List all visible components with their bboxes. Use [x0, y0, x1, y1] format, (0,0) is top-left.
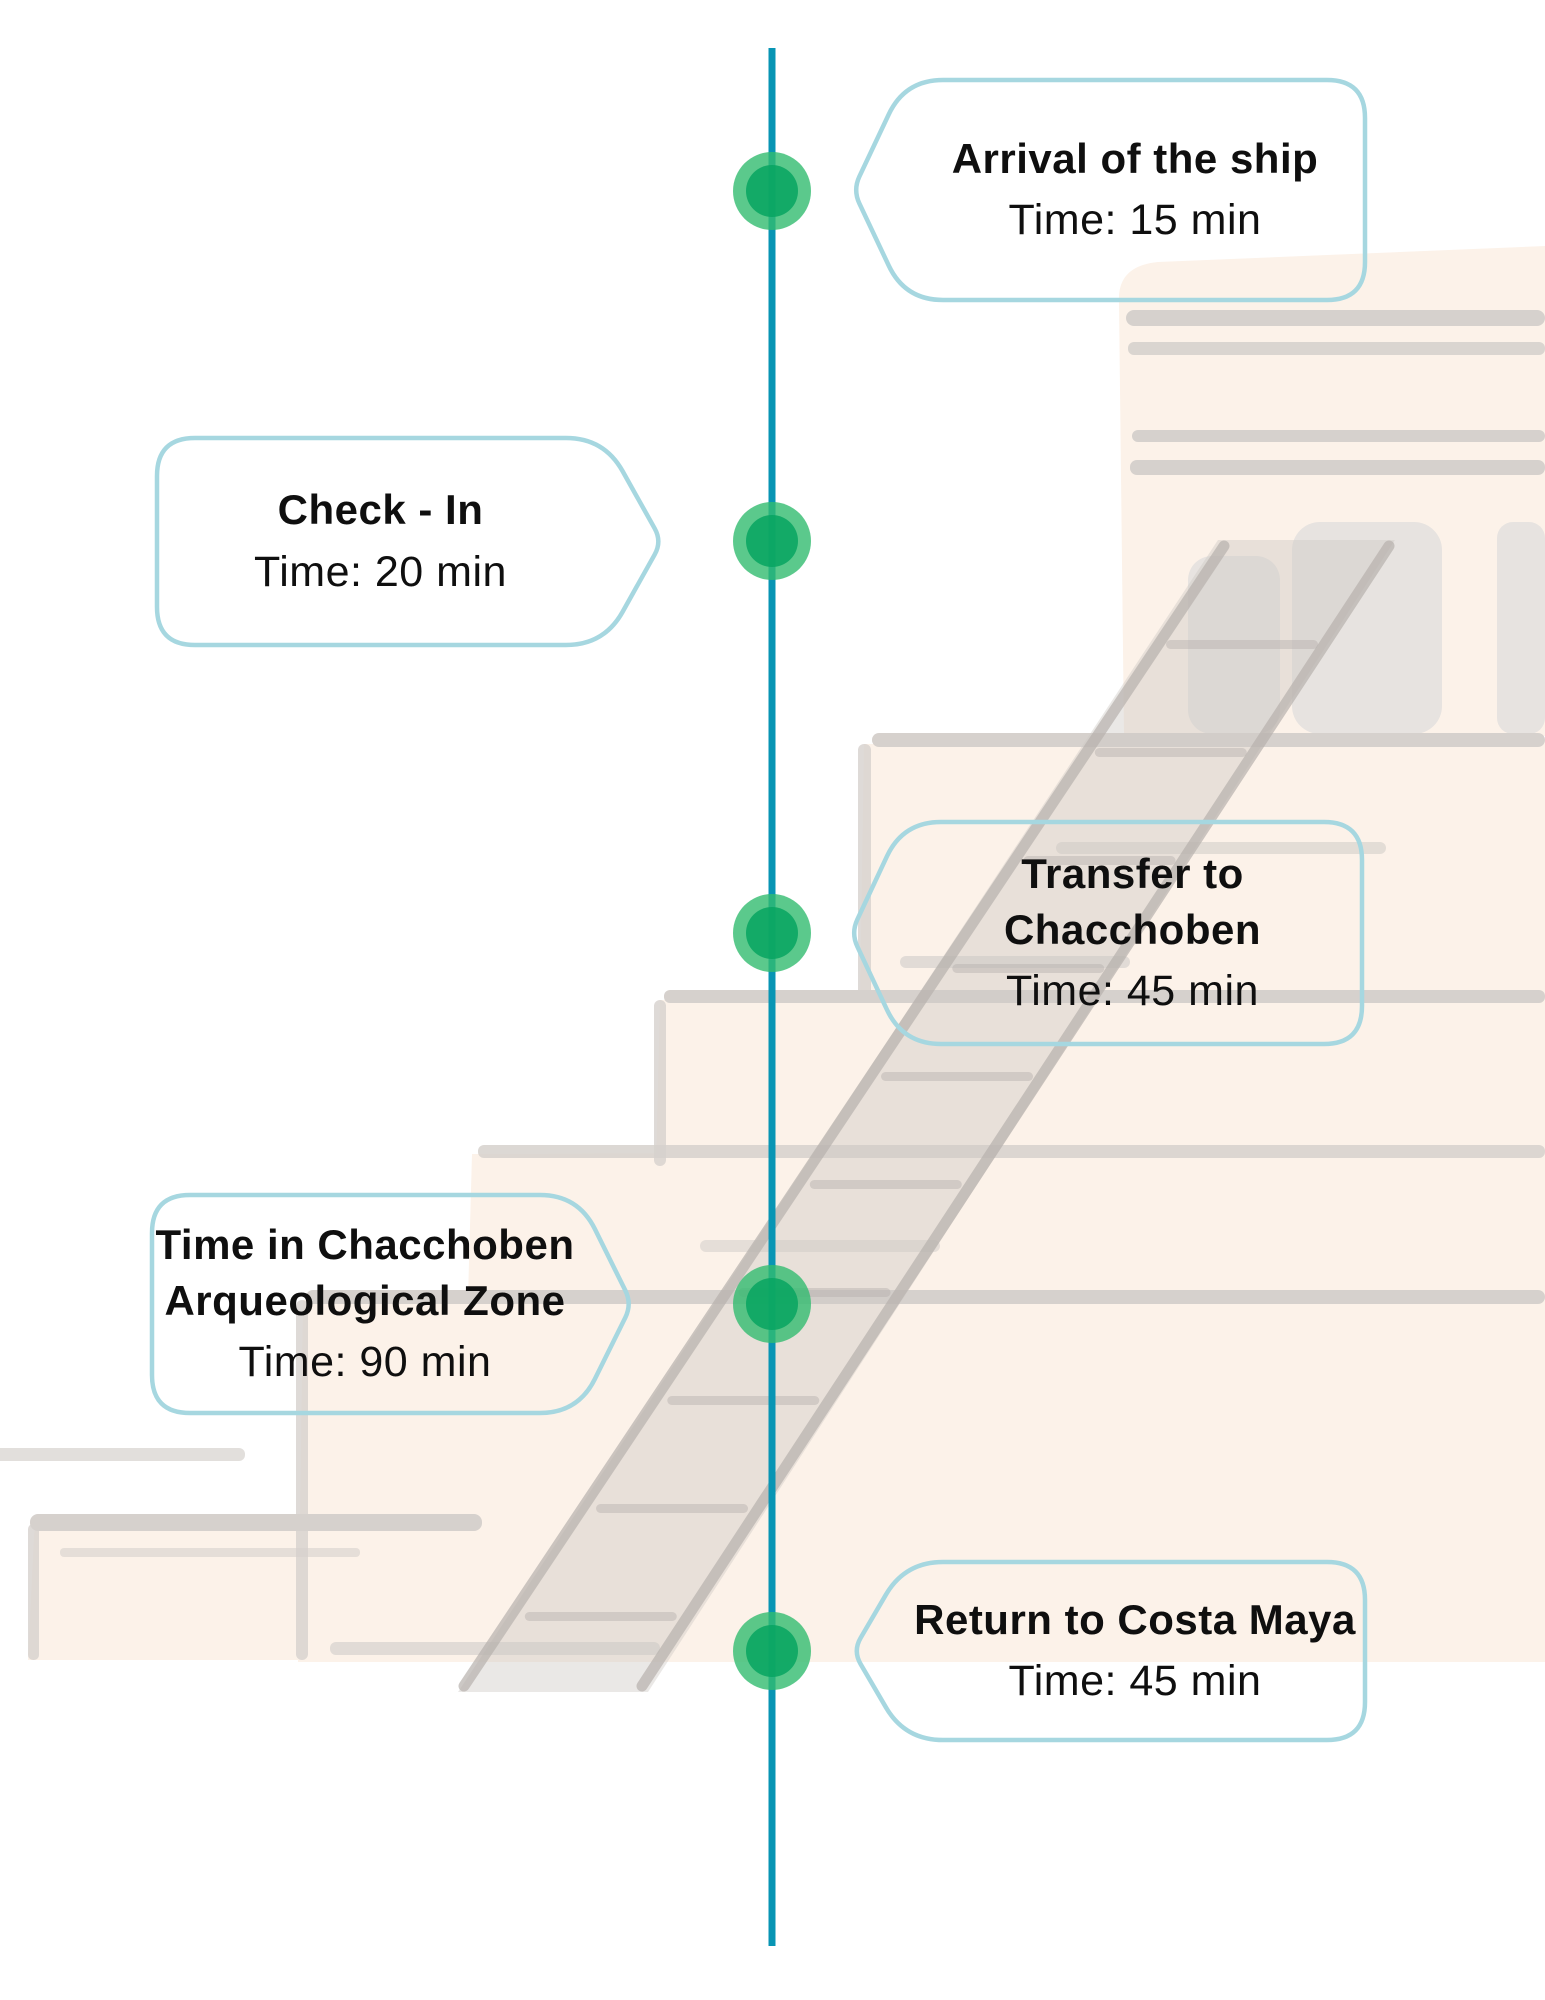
step-title: Transfer to Chacchoben — [1003, 850, 1262, 953]
pyramid-terrace-1 — [860, 740, 1545, 998]
staircase-step-stroke — [809, 1180, 962, 1189]
pyramid-terrace-3 — [468, 1150, 1545, 1298]
pyramid-staircase — [458, 540, 1395, 1692]
timeline-node-4 — [733, 1265, 811, 1343]
staircase-edge — [636, 540, 1395, 1692]
sketch-stroke — [60, 1548, 360, 1557]
sketch-stroke — [1056, 842, 1386, 854]
step-time: Time: 20 min — [254, 547, 507, 596]
staircase-step-stroke — [1023, 856, 1176, 865]
pyramid-side-block — [28, 1515, 476, 1660]
timeline-node-3 — [733, 894, 811, 972]
temple-doorway — [1292, 522, 1442, 734]
sketch-stroke — [1132, 430, 1545, 442]
timeline-step-1: Arrival of the ship Time: 15 min — [905, 80, 1365, 300]
step-bubble-1 — [853, 77, 1368, 303]
step-time: Time: 45 min — [1008, 1657, 1262, 1706]
timeline-step-2: Check - In Time: 20 min — [157, 438, 604, 645]
timeline-node-2 — [733, 502, 811, 580]
step-title: Return to Costa Maya — [914, 1595, 1356, 1643]
step-bubble-3 — [851, 819, 1365, 1047]
sketch-stroke — [1130, 460, 1545, 475]
step-time: Time: 90 min — [238, 1337, 492, 1386]
temple-doorway — [1188, 556, 1280, 734]
sketch-stroke — [296, 1300, 308, 1660]
timeline-node-5 — [733, 1612, 811, 1690]
timeline-node-1 — [733, 152, 811, 230]
timeline-step-4: Time in Chacchoben Arqueological Zone Ti… — [145, 1195, 585, 1413]
staircase-step-stroke — [952, 964, 1105, 973]
pyramid-terrace-2 — [656, 996, 1545, 1168]
sketch-stroke — [30, 1514, 482, 1531]
sketch-stroke — [654, 1000, 666, 1166]
step-bubble-2 — [154, 435, 661, 648]
step-bubble-4 — [149, 1192, 631, 1416]
sketch-stroke — [1128, 342, 1545, 355]
pyramid-base — [298, 1296, 1545, 1662]
staircase-step-stroke — [596, 1504, 749, 1513]
sketch-stroke — [478, 1145, 1545, 1158]
step-time: Time: 15 min — [1008, 196, 1262, 245]
step-title: Arrival of the ship — [951, 134, 1319, 182]
staircase-step-stroke — [1094, 748, 1247, 757]
step-time: Time: 45 min — [1006, 966, 1259, 1015]
sketch-stroke — [858, 744, 871, 996]
pyramid-illustration — [0, 246, 1545, 1692]
sketch-stroke — [1126, 310, 1545, 326]
timeline-step-5: Return to Costa Maya Time: 45 min — [905, 1562, 1365, 1740]
sketch-stroke — [306, 1290, 1545, 1304]
step-title: Check - In — [277, 486, 484, 534]
staircase-step-stroke — [524, 1612, 677, 1621]
sketch-stroke — [872, 733, 1545, 747]
step-bubble-5 — [854, 1559, 1368, 1743]
staircase-edge — [458, 540, 1230, 1692]
timeline-step-3: Transfer to Chacchoben Time: 45 min — [903, 822, 1362, 1044]
staircase-step-stroke — [667, 1396, 820, 1405]
sketch-stroke — [0, 1448, 245, 1461]
sketch-stroke — [900, 956, 1130, 968]
staircase-step-stroke — [1166, 640, 1319, 649]
sketch-stroke — [28, 1524, 39, 1660]
step-title: Time in Chacchoben Arqueological Zone — [155, 1221, 575, 1324]
temple-doorway — [1497, 522, 1545, 734]
staircase-step-stroke — [881, 1072, 1034, 1081]
